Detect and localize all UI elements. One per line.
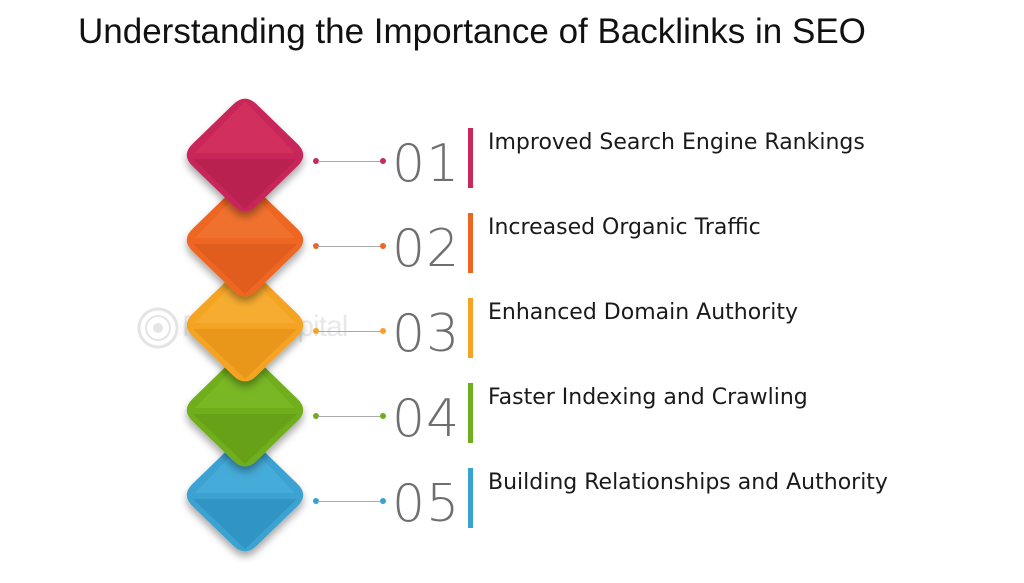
step-label: Enhanced Domain Authority: [488, 300, 798, 325]
connector-line: [318, 161, 382, 162]
connector-dot-end: [380, 158, 386, 164]
diamond-shape: [186, 353, 304, 467]
step-label: Improved Search Engine Rankings: [488, 130, 865, 155]
connector-dot-start: [313, 328, 319, 334]
step-number: 04: [392, 389, 461, 449]
diamond-shade: [193, 159, 297, 209]
diamond-shape: [186, 183, 304, 297]
diamond-shade: [193, 499, 297, 549]
diamond-shade: [193, 329, 297, 379]
diamond-shape: [186, 98, 304, 212]
connector-line: [318, 246, 382, 247]
connector-line: [318, 501, 382, 502]
diamond-04: [186, 353, 304, 467]
diamond-shade: [193, 414, 297, 464]
connector-dot-start: [313, 498, 319, 504]
step-accent-bar: [468, 383, 473, 443]
step-number: 02: [392, 219, 461, 279]
connector-dot-end: [380, 328, 386, 334]
diamond-05: [186, 438, 304, 552]
diamond-03: [186, 268, 304, 382]
step-number: 03: [392, 304, 461, 364]
connector-dot-end: [380, 498, 386, 504]
watermark-emblem-icon: [137, 307, 179, 349]
connector-dot-end: [380, 243, 386, 249]
diamond-02: [186, 183, 304, 297]
diamond-highlight: [195, 441, 295, 493]
connector-line: [318, 416, 382, 417]
step-accent-bar: [468, 468, 473, 528]
step-label: Building Relationships and Authority: [488, 470, 888, 495]
connector-dot-end: [380, 413, 386, 419]
step-number: 05: [392, 474, 461, 534]
page-title: Understanding the Importance of Backlink…: [78, 12, 866, 51]
step-accent-bar: [468, 128, 473, 188]
step-label: Faster Indexing and Crawling: [488, 385, 808, 410]
diamond-highlight: [195, 186, 295, 238]
step-number: 01: [392, 134, 461, 194]
connector-dot-start: [313, 243, 319, 249]
diamond-shape: [186, 268, 304, 382]
step-label: Increased Organic Traffic: [488, 215, 761, 240]
diamond-highlight: [195, 101, 295, 153]
step-accent-bar: [468, 213, 473, 273]
diamond-shape: [186, 438, 304, 552]
connector-dot-start: [313, 413, 319, 419]
diamond-highlight: [195, 356, 295, 408]
diamond-highlight: [195, 271, 295, 323]
diamond-01: [186, 98, 304, 212]
connector-line: [318, 331, 382, 332]
step-accent-bar: [468, 298, 473, 358]
diamond-shade: [193, 244, 297, 294]
connector-dot-start: [313, 158, 319, 164]
